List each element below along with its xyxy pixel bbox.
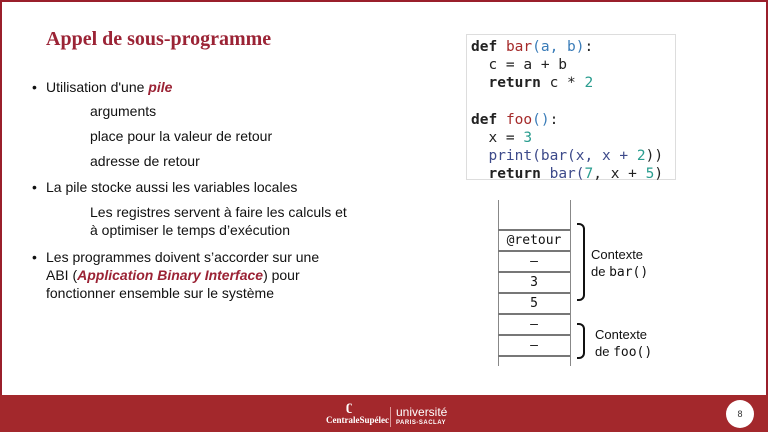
text: Les registres servent à faire les calcul… <box>90 204 347 220</box>
page-number: 8 <box>726 400 754 428</box>
stack-wall <box>570 200 571 366</box>
text: ABI ( <box>46 267 78 283</box>
stack-cell: – <box>530 254 538 269</box>
bullet-pile: •Utilisation d'une pile <box>32 79 173 95</box>
emphasis: Application Binary Interface <box>77 267 264 283</box>
brace-bar <box>577 223 585 301</box>
text: Utilisation d'une <box>46 79 149 95</box>
emphasis: pile <box>148 79 173 95</box>
bullet-abi: •Les programmes doivent s’accorder sur u… <box>32 249 320 301</box>
text: Les programmes doivent s’accorder sur un… <box>46 249 320 265</box>
stack-wall <box>498 200 499 366</box>
logo-divider <box>390 407 391 427</box>
text: fonctionner ensemble sur le système <box>46 285 274 301</box>
stack-line <box>498 271 570 273</box>
stack-line <box>498 313 570 315</box>
sub-item: Les registres servent à faire les calcul… <box>90 203 347 239</box>
stack-line <box>498 334 570 336</box>
sub-item: place pour la valeur de retour <box>90 128 273 144</box>
stack-cell: – <box>530 317 538 332</box>
stack-line <box>498 355 570 357</box>
stack-line <box>498 292 570 294</box>
stack-cell: 5 <box>530 296 538 311</box>
sub-item: adresse de retour <box>90 153 200 169</box>
stack-line <box>498 229 570 231</box>
stack-line <box>498 250 570 252</box>
brace-foo <box>577 323 585 359</box>
stack-cell: – <box>530 338 538 353</box>
text: ) pour <box>263 267 300 283</box>
code-block: def bar(a, b): c = a + b return c * 2 de… <box>466 34 676 182</box>
text: à optimiser le temps d’exécution <box>90 222 290 238</box>
slide-title: Appel de sous-programme <box>46 28 272 50</box>
stack-cell: @retour <box>506 233 562 248</box>
text: La pile stocke aussi les variables local… <box>46 179 298 195</box>
bullet-locals: •La pile stocke aussi les variables loca… <box>32 179 298 195</box>
stack-cell: 3 <box>530 275 538 290</box>
sub-item: arguments <box>90 103 157 119</box>
logo-icon: ʗ <box>346 399 353 414</box>
